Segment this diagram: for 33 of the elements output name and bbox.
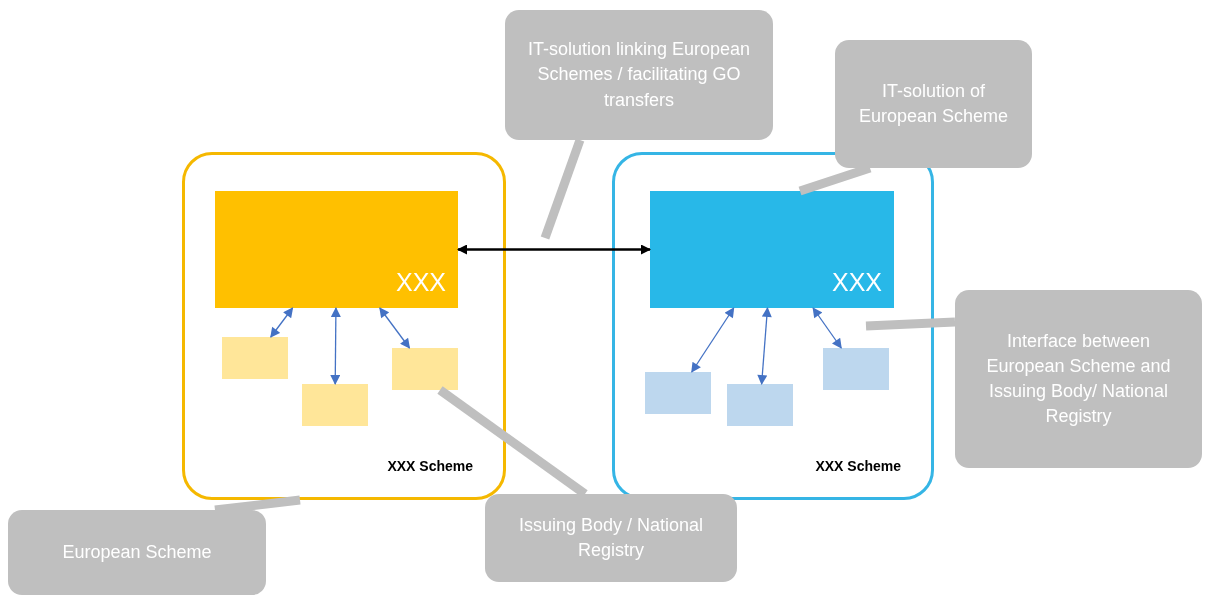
double-arrow	[757, 307, 772, 385]
double-arrow	[330, 307, 341, 385]
registry-box	[222, 337, 288, 379]
solution-block	[215, 191, 458, 308]
double-arrow	[379, 307, 411, 349]
scheme-label: XXX Scheme	[815, 457, 901, 477]
registry-box	[645, 372, 711, 414]
callout-bubble	[485, 494, 737, 582]
registry-box	[302, 384, 368, 426]
callout-bubble	[835, 40, 1032, 168]
double-arrow	[457, 244, 651, 255]
double-arrow	[270, 307, 294, 338]
callout-bubble	[8, 510, 266, 595]
scheme-frame	[182, 152, 506, 500]
callout-text: Interface between European Scheme and Issuing Body/ National Registry	[985, 329, 1172, 429]
leader-line	[865, 317, 956, 331]
scheme-label: XXX Scheme	[387, 457, 473, 477]
callout-text: IT-solution of European Scheme	[857, 79, 1010, 128]
double-arrow	[812, 307, 842, 349]
registry-box	[823, 348, 889, 390]
callout-bubble	[955, 290, 1202, 468]
callout-text: European Scheme	[62, 540, 212, 564]
scheme-frame	[612, 152, 934, 500]
solution-block	[650, 191, 894, 308]
leader-line	[540, 138, 585, 240]
block-label: XXX	[395, 267, 446, 298]
registry-box	[727, 384, 793, 426]
callout-bubble	[505, 10, 773, 140]
registry-box	[392, 348, 458, 390]
callout-text: Issuing Body / National Registry	[517, 513, 705, 562]
block-label: XXX	[831, 267, 882, 298]
callout-text: IT-solution linking European Schemes / facilitating GO transfers	[526, 38, 752, 112]
double-arrow	[691, 307, 735, 373]
